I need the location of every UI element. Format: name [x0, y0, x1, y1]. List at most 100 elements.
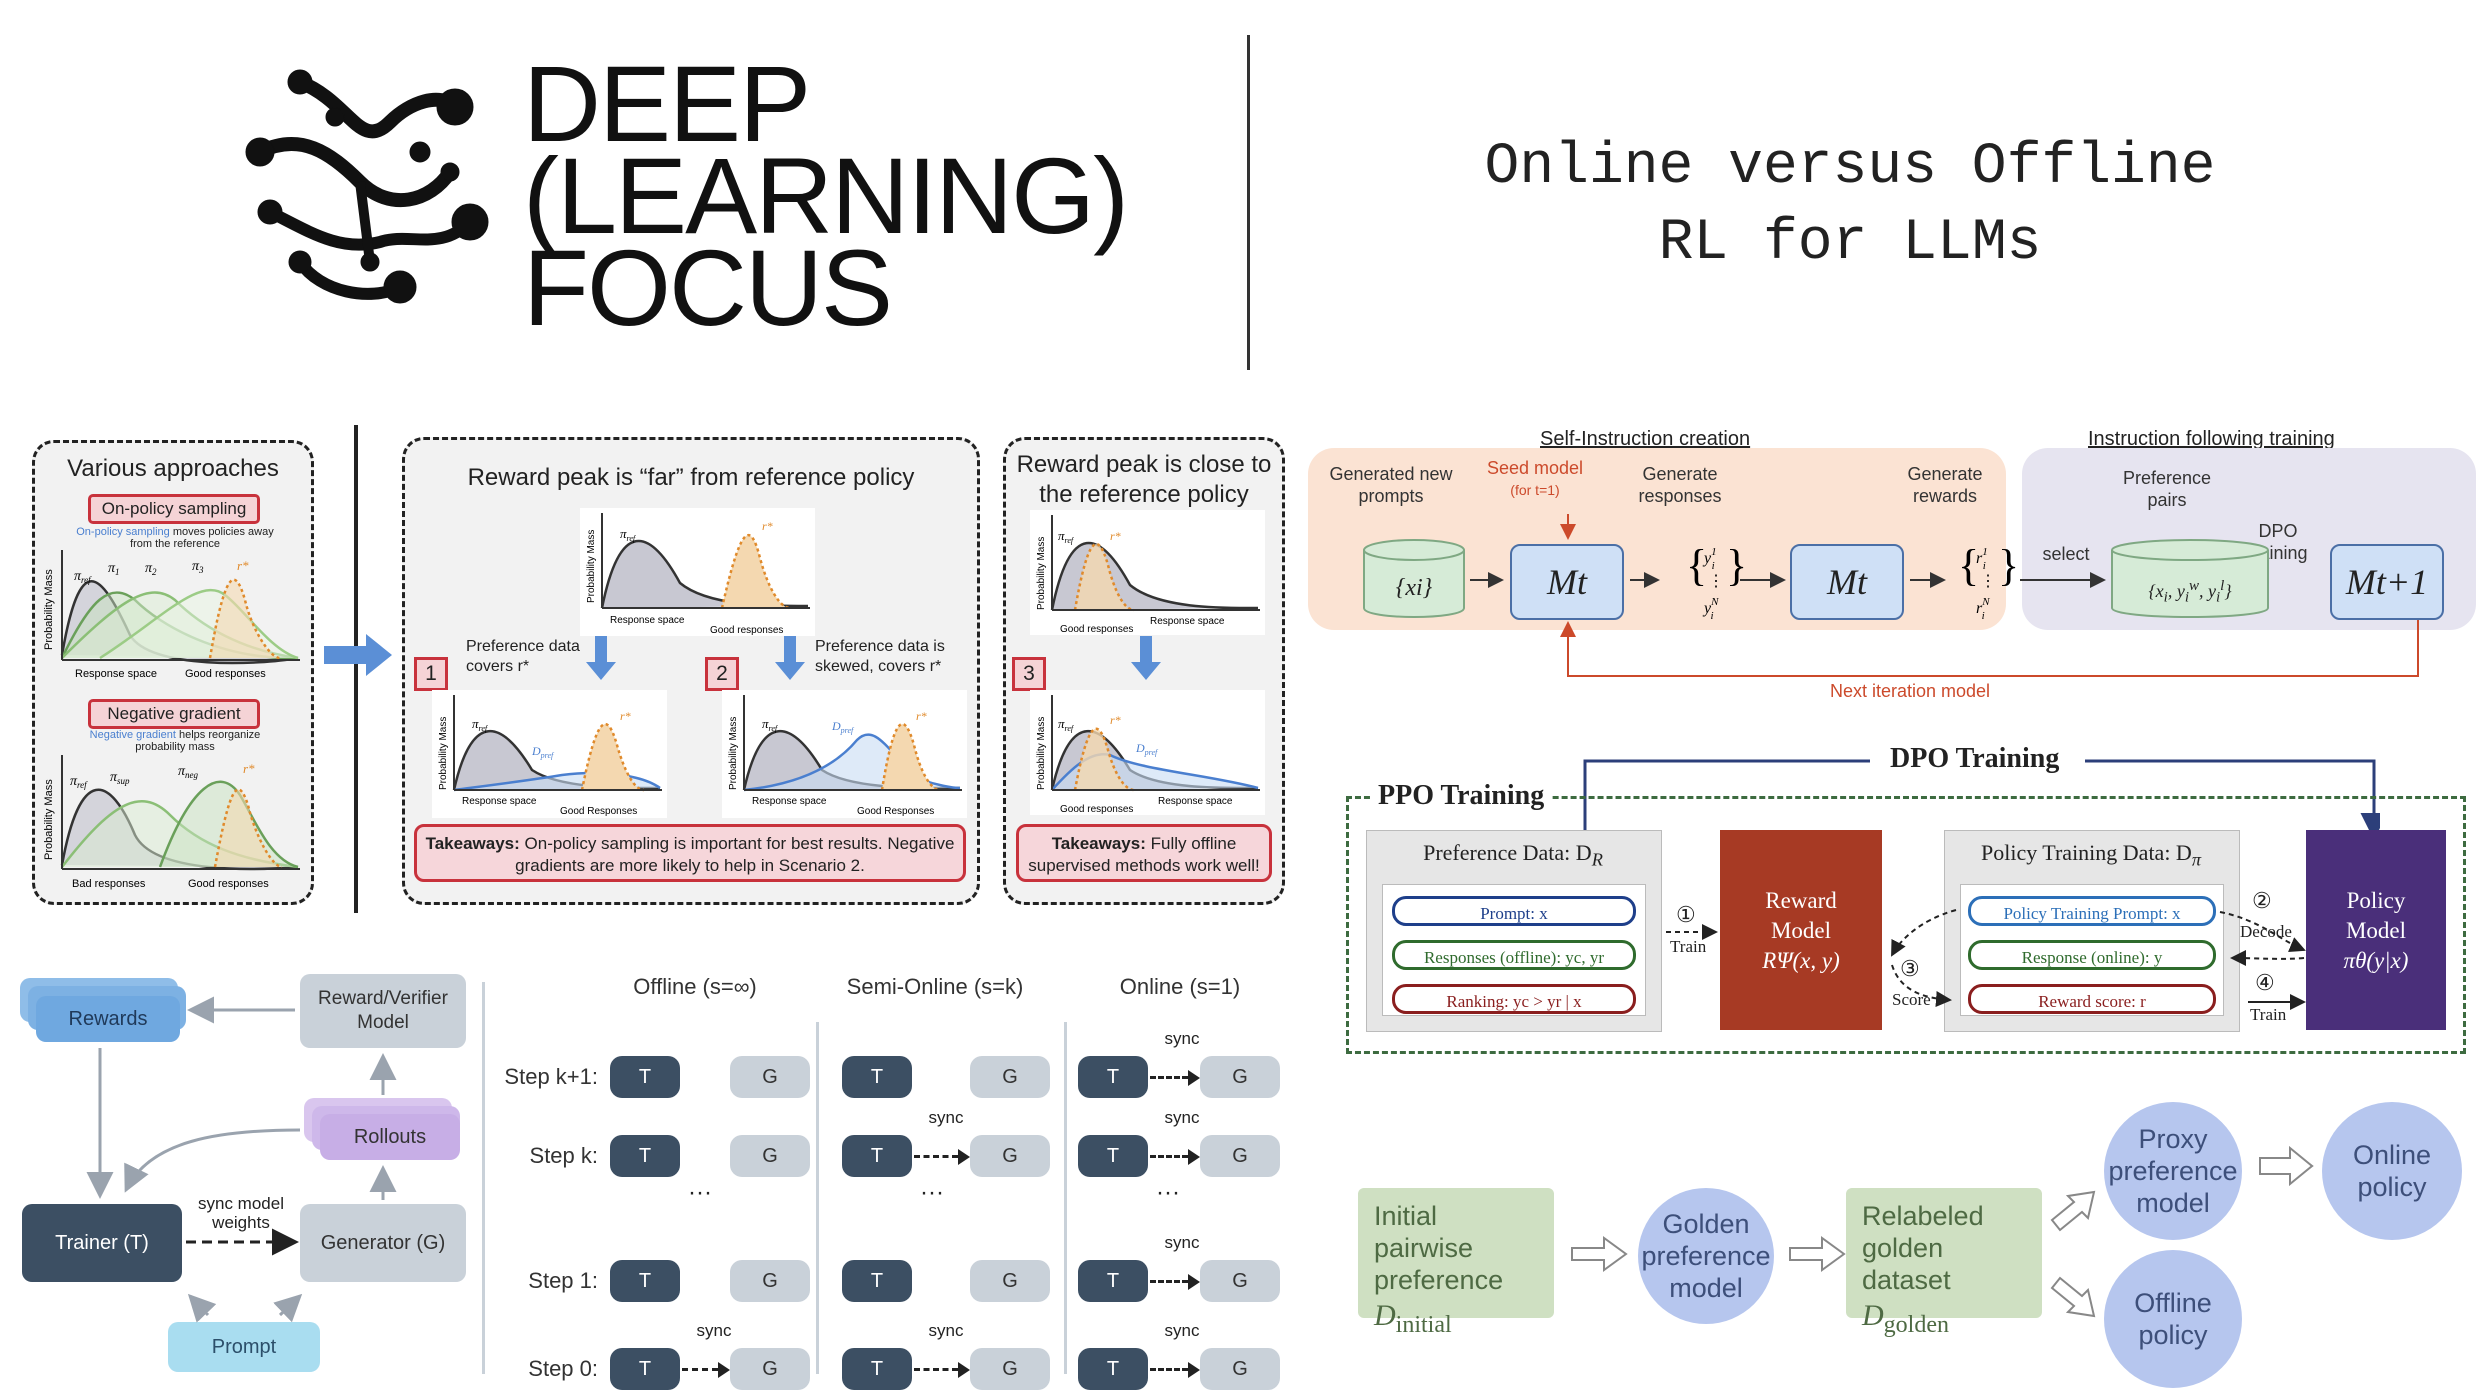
step-label: Step 0: — [528, 1356, 598, 1381]
offline-policy-circle: Offline policy — [2104, 1250, 2242, 1388]
trainer-step: T — [1078, 1348, 1148, 1390]
initial-preference-box: Initial pairwise preference Dinitial — [1358, 1188, 1554, 1338]
panel-c-top-plot: Probability Mass πref r* Response space … — [1030, 510, 1265, 635]
neg-gradient-label: Negative gradient — [88, 699, 260, 729]
trainer-step: T — [842, 1348, 912, 1390]
svg-text:⋮: ⋮ — [1980, 573, 1996, 590]
svg-text:π3: π3 — [192, 559, 204, 575]
pref-ranking-row: Ranking: yc > yr | x — [1392, 984, 1636, 1014]
svg-text:r*: r* — [1110, 713, 1121, 727]
panel-b-top-plot: Probability Mass πref r* Response space … — [580, 508, 815, 636]
sync-label: sync — [696, 1321, 732, 1340]
trainer-step: T — [1078, 1056, 1148, 1098]
gen-prompts-label: Generated new prompts — [1329, 464, 1453, 506]
panel-c-title: Reward peak is close to the reference po… — [1016, 451, 1272, 508]
pref-prompt-row: Prompt: x — [1392, 896, 1636, 926]
dpo-training-title: DPO Training — [1890, 743, 2060, 774]
logo-line2: (LEARNING) — [523, 135, 1129, 256]
panel-b-plot-2: Probability Mass πref Dpref r* Response … — [722, 690, 967, 818]
policy-response-row: Response (online): y — [1968, 940, 2216, 970]
panel-b-pref2-text: Preference data is skewed, covers r* — [815, 638, 945, 675]
grid-divider-2 — [1064, 1022, 1067, 1374]
sync-arrowhead — [718, 1362, 730, 1378]
page-title: Online versus Offline RL for LLMs — [1484, 135, 2216, 276]
svg-text:Response space: Response space — [1150, 616, 1225, 627]
next-model-box: Mt+1 — [2330, 544, 2444, 620]
dpo-bracket — [1583, 759, 2380, 840]
trainer-box: Trainer (T) — [22, 1204, 182, 1282]
sync-arrow — [914, 1368, 958, 1371]
svg-text:Probability Mass: Probability Mass — [1036, 717, 1047, 790]
policy-prompt-row: Policy Training Prompt: x — [1968, 896, 2216, 926]
gen-rewards-label: Generate rewards — [1907, 464, 1983, 506]
svg-text:Good responses: Good responses — [710, 625, 783, 636]
ellipsis: ··· — [688, 1179, 712, 1206]
down-arrow-icon — [586, 636, 616, 680]
svg-text:Response space: Response space — [462, 796, 537, 807]
panel-divider — [354, 425, 358, 913]
svg-text:Good responses: Good responses — [1060, 624, 1133, 635]
ppo-arrows — [1666, 909, 2306, 1010]
svg-text:π2: π2 — [145, 561, 157, 577]
sync-arrow — [1150, 1155, 1188, 1158]
sync-label: sync — [1164, 1321, 1200, 1340]
pref-pairs-set: {xi, yiw, yil} — [2148, 578, 2232, 606]
generator-step: G — [730, 1260, 810, 1302]
svg-text:Probability Mass: Probability Mass — [438, 717, 449, 790]
arrow-to-online-icon — [2259, 1146, 2314, 1186]
onpolicy-note: On-policy sampling moves policies away f… — [76, 526, 274, 550]
trainer-step: T — [1078, 1260, 1148, 1302]
svg-text:Response space: Response space — [752, 796, 827, 807]
logo-mark — [245, 69, 489, 304]
train-label: Train — [1670, 937, 1707, 956]
svg-text:πneg: πneg — [178, 764, 199, 780]
svg-text:πref: πref — [70, 774, 88, 790]
svg-text:r*: r* — [1110, 529, 1121, 543]
neg-gradient-note: Negative gradient helps reorganize proba… — [89, 729, 261, 753]
sync-arrow — [1150, 1280, 1188, 1283]
gen-responses-label: Generate responses — [1638, 464, 1722, 506]
logo-line1: DEEP — [523, 43, 811, 164]
svg-text:Probability Mass: Probability Mass — [43, 779, 55, 860]
onpolicy-label: On-policy sampling — [88, 494, 260, 524]
score-label: Score — [1892, 990, 1931, 1009]
trainer-step: T — [842, 1135, 912, 1177]
step-2-circle: ② — [2252, 888, 2272, 913]
generator-step: G — [1200, 1348, 1280, 1390]
trainer-step: T — [1078, 1135, 1148, 1177]
svg-text:πref: πref — [74, 569, 92, 585]
panel-b-plot-1: Probability Mass πref Dpref r* Response … — [432, 690, 667, 818]
prompt-box: Prompt — [168, 1322, 320, 1372]
panel-b-takeaway: Takeaways: On-policy sampling is importa… — [414, 824, 966, 882]
trainer-step: T — [610, 1056, 680, 1098]
seed-model-box: Mt — [1510, 544, 1624, 620]
prompts-xi: {xi} — [1395, 575, 1433, 601]
prompts-cylinder — [1362, 538, 1466, 622]
sync-arrowhead — [1188, 1070, 1200, 1086]
sync-arrow — [1150, 1368, 1188, 1371]
svg-text:Response space: Response space — [75, 668, 157, 680]
async-divider — [482, 982, 485, 1374]
next-iteration-label: Next iteration model — [1829, 681, 1991, 701]
scenario-2-badge: 2 — [705, 657, 739, 691]
scenario-1-badge: 1 — [414, 657, 448, 691]
decode-label: Decode — [2240, 922, 2292, 941]
generator-step: G — [970, 1135, 1050, 1177]
pref-responses-row: Responses (offline): yc, yr — [1392, 940, 1636, 970]
svg-text:Probability Mass: Probability Mass — [1036, 537, 1047, 610]
step-1-circle: ① — [1676, 902, 1696, 927]
svg-text:Response space: Response space — [1158, 796, 1233, 807]
sync-arrowhead — [958, 1362, 970, 1378]
svg-text:Bad responses: Bad responses — [72, 878, 146, 890]
pref-pairs-cylinder — [2110, 538, 2270, 622]
reward-model-box: Reward Model RΨ(x, y) — [1720, 830, 1882, 1030]
sync-label: sync — [928, 1108, 964, 1127]
trainer-step: T — [610, 1348, 680, 1390]
generator-step: G — [970, 1348, 1050, 1390]
down-arrow-icon — [1131, 636, 1161, 680]
svg-text:{: { — [1686, 541, 1707, 590]
sync-arrow — [914, 1155, 958, 1158]
logo-text: DEEP (LEARNING) FOCUS — [523, 43, 1129, 342]
reward-verifier-box: Reward/Verifier Model — [300, 974, 466, 1048]
